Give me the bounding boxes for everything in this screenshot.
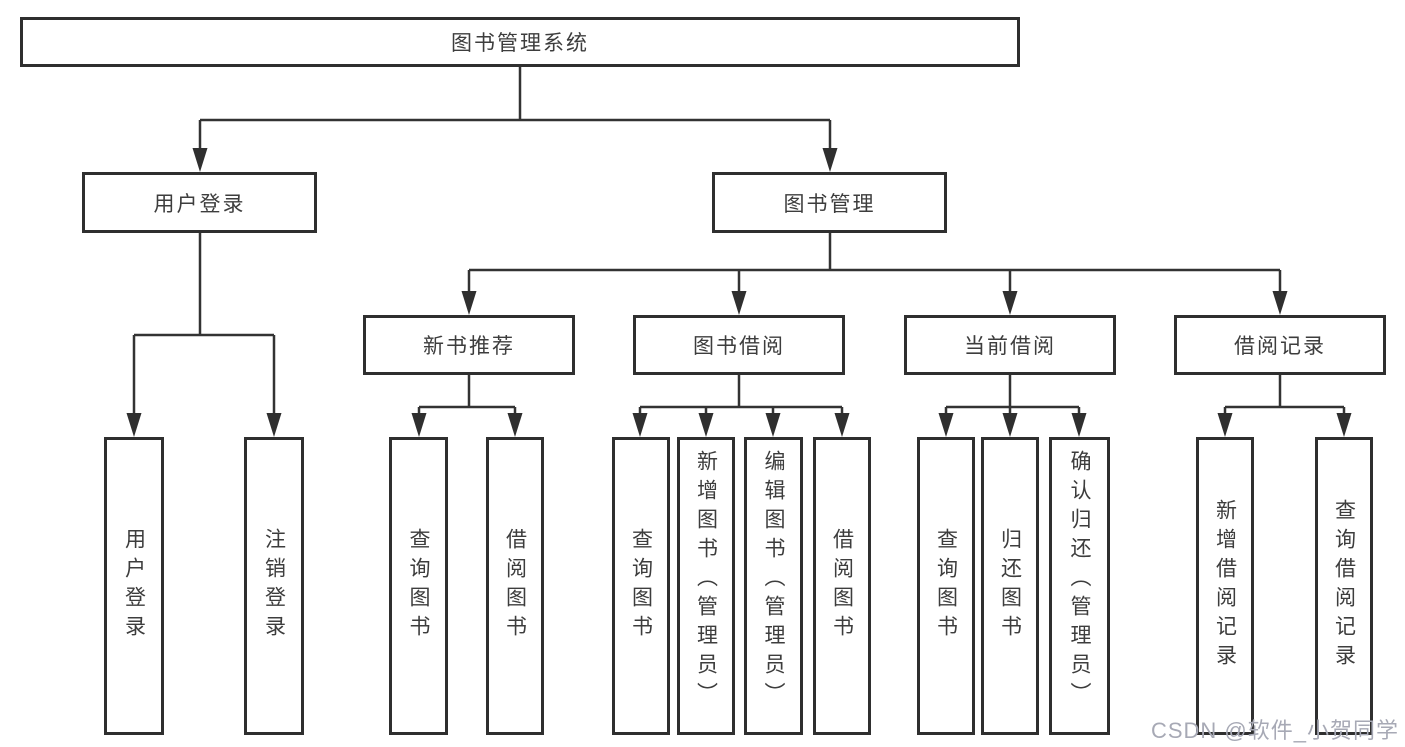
leaf-add-borrow-record: 新增借阅记录 <box>1196 437 1254 735</box>
leaf-recommend-query-book: 查询图书 <box>389 437 448 735</box>
leaf-recommend-query-book-label: 查询图书 <box>407 528 430 644</box>
leaf-recommend-borrow-book-label: 借阅图书 <box>503 528 527 644</box>
arrowheads <box>126 148 1352 437</box>
node-current-borrowing: 当前借阅 <box>904 315 1116 375</box>
node-book-borrowing: 图书借阅 <box>633 315 845 375</box>
leaf-edit-book-admin: 编辑图书（管理员） <box>744 437 803 735</box>
leaf-recommend-borrow-book: 借阅图书 <box>486 437 544 735</box>
node-book-borrowing-label: 图书借阅 <box>693 335 785 358</box>
node-book-management: 图书管理 <box>712 172 947 233</box>
node-new-book-recommendation-label: 新书推荐 <box>423 335 515 358</box>
leaf-add-book-admin-label: 新增图书（管理员） <box>694 450 718 711</box>
watermark: CSDN @软件_小贺同学 <box>1150 718 1399 743</box>
leaf-current-query-book-label: 查询图书 <box>934 528 958 644</box>
leaf-add-borrow-record-label: 新增借阅记录 <box>1213 499 1237 673</box>
node-borrowing-records-label: 借阅记录 <box>1234 335 1326 358</box>
leaf-confirm-return-admin-label: 确认归还（管理员） <box>1068 450 1091 711</box>
leaf-borrow-query-book: 查询图书 <box>612 437 670 735</box>
leaf-return-book: 归还图书 <box>981 437 1039 735</box>
leaf-return-book-label: 归还图书 <box>998 528 1022 644</box>
leaf-logout: 注销登录 <box>244 437 304 735</box>
leaf-borrow-query-book-label: 查询图书 <box>629 528 653 644</box>
leaf-current-query-book: 查询图书 <box>917 437 975 735</box>
leaf-user-login: 用户登录 <box>104 437 164 735</box>
leaf-user-login-label: 用户登录 <box>122 528 146 644</box>
leaf-confirm-return-admin: 确认归还（管理员） <box>1049 437 1110 735</box>
leaf-query-borrow-record-label: 查询借阅记录 <box>1332 499 1356 673</box>
node-book-management-label: 图书管理 <box>783 192 876 216</box>
leaf-logout-label: 注销登录 <box>262 528 286 644</box>
leaf-borrow-book: 借阅图书 <box>813 437 871 735</box>
leaf-query-borrow-record: 查询借阅记录 <box>1315 437 1373 735</box>
node-user-login-label: 用户登录 <box>153 192 246 216</box>
leaf-add-book-admin: 新增图书（管理员） <box>677 437 735 735</box>
leaf-edit-book-admin-label: 编辑图书（管理员） <box>762 450 785 711</box>
node-user-login: 用户登录 <box>82 172 317 233</box>
node-borrowing-records: 借阅记录 <box>1174 315 1386 375</box>
node-root: 图书管理系统 <box>20 17 1020 67</box>
node-current-borrowing-label: 当前借阅 <box>964 335 1056 358</box>
leaf-borrow-book-label: 借阅图书 <box>830 528 854 644</box>
node-new-book-recommendation: 新书推荐 <box>363 315 575 375</box>
node-root-label: 图书管理系统 <box>451 32 589 55</box>
